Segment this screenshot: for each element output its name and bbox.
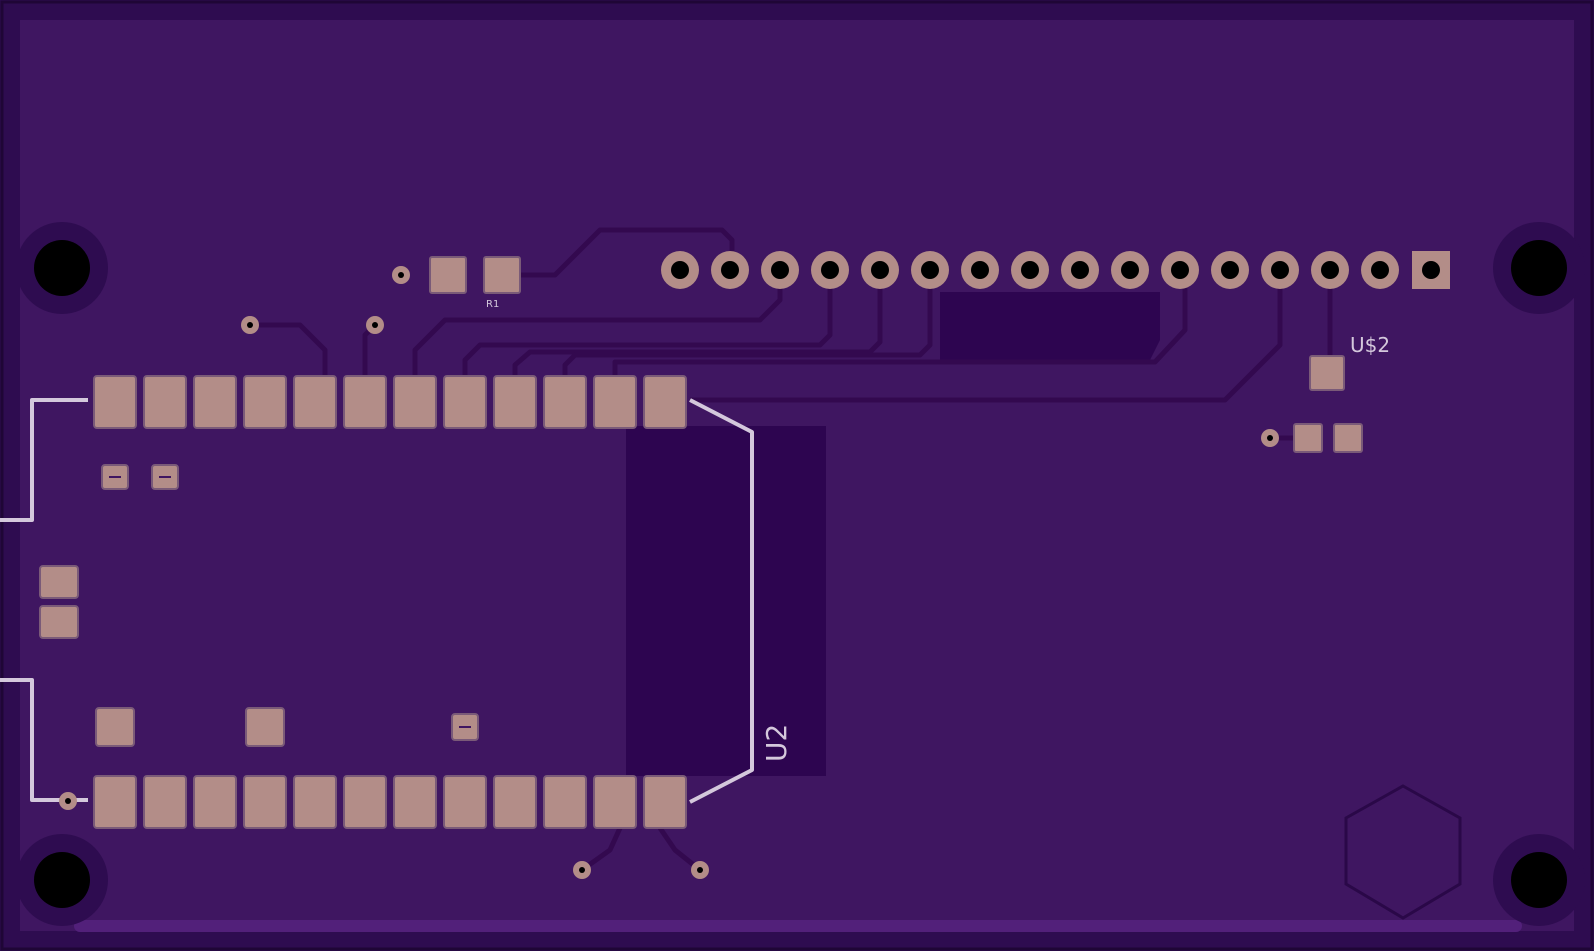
via [1261, 429, 1279, 447]
pad [93, 375, 137, 429]
via [573, 861, 591, 879]
pad [1309, 355, 1345, 391]
header-pin [1211, 251, 1249, 289]
pad [643, 775, 687, 829]
pad [93, 775, 137, 829]
via [392, 266, 410, 284]
via [59, 792, 77, 810]
pad-dashes [109, 476, 471, 728]
pad [243, 775, 287, 829]
via [366, 316, 384, 334]
mounting-hole-tl [16, 222, 108, 314]
pad [493, 775, 537, 829]
header-pin [761, 251, 799, 289]
antenna-keepout [626, 426, 826, 776]
via [241, 316, 259, 334]
header-pin-1-square [1412, 251, 1450, 289]
pad [393, 375, 437, 429]
copper-pour-top [940, 292, 1160, 360]
header-pin [1111, 251, 1149, 289]
pad [1333, 423, 1363, 453]
pad [293, 375, 337, 429]
header-pin [661, 251, 699, 289]
pad [543, 775, 587, 829]
pad [39, 605, 79, 639]
header-pins [661, 251, 1450, 289]
pad [245, 707, 285, 747]
pad [193, 375, 237, 429]
pad [429, 256, 467, 294]
pad [593, 375, 637, 429]
pad [343, 375, 387, 429]
pad [393, 775, 437, 829]
us2-pads [1293, 355, 1363, 453]
via [691, 861, 709, 879]
header-pin [1311, 251, 1349, 289]
header-pin [861, 251, 899, 289]
header-pin [1361, 251, 1399, 289]
pad [493, 375, 537, 429]
header-pin [1011, 251, 1049, 289]
header-pin [811, 251, 849, 289]
header-pin [961, 251, 999, 289]
pad [443, 775, 487, 829]
pad [143, 375, 187, 429]
hexagon-logo [1344, 784, 1462, 920]
pad [193, 775, 237, 829]
pad [643, 375, 687, 429]
pad [1293, 423, 1323, 453]
pad [39, 565, 79, 599]
header-pin [711, 251, 749, 289]
header-pin [1061, 251, 1099, 289]
u2-bottom-pads [93, 775, 687, 829]
pad [593, 775, 637, 829]
mounting-hole-bl [16, 834, 108, 926]
r1-pads [429, 256, 521, 294]
pad [543, 375, 587, 429]
pad [293, 775, 337, 829]
header-pin [911, 251, 949, 289]
header-pin [1161, 251, 1199, 289]
pad [243, 375, 287, 429]
pad [443, 375, 487, 429]
u2-label: U2 [760, 724, 793, 762]
traces [250, 227, 1333, 873]
mounting-hole-br [1493, 834, 1585, 926]
us2-label: U$2 [1350, 333, 1390, 357]
r1-label: R1 [486, 299, 499, 310]
header-pin [1261, 251, 1299, 289]
pad [95, 707, 135, 747]
module-small-pads [39, 464, 479, 747]
pad [483, 256, 521, 294]
u2-top-pads [93, 375, 687, 429]
vias [59, 266, 1279, 879]
pad [143, 775, 187, 829]
mounting-hole-tr [1493, 222, 1585, 314]
pad [343, 775, 387, 829]
